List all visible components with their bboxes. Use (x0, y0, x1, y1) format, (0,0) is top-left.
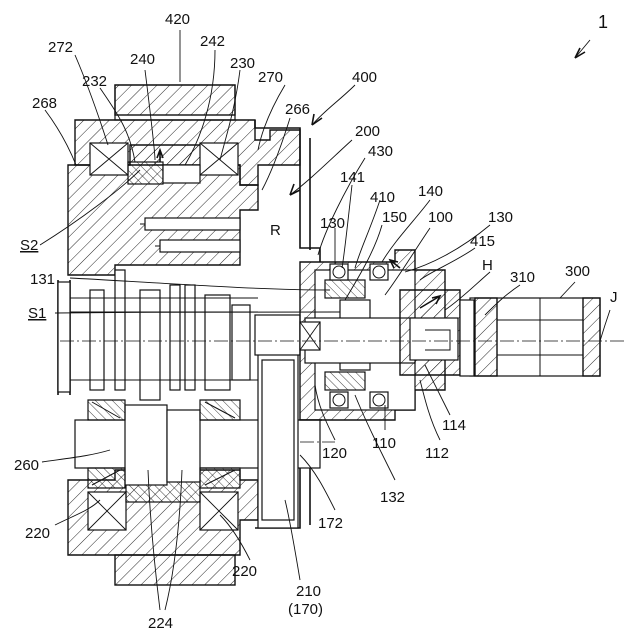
label-112: 112 (425, 445, 449, 462)
bearing-top-right (200, 143, 238, 175)
label-120: 120 (322, 445, 347, 462)
label-220-right: 220 (232, 563, 257, 580)
bearing-top-left (90, 143, 128, 175)
label-270: 270 (258, 69, 283, 86)
label-131: 131 (30, 271, 55, 288)
label-172: 172 (318, 515, 343, 532)
gap-242 (163, 165, 200, 183)
bearing-bottom-left (88, 492, 126, 530)
label-J: J (610, 289, 618, 306)
component-300 (460, 298, 600, 376)
label-110: 110 (372, 435, 396, 452)
label-S2: S2 (20, 237, 38, 254)
label-220-left: 220 (25, 525, 50, 542)
label-200: 200 (355, 123, 380, 140)
label-114: 114 (442, 417, 466, 434)
label-224: 224 (148, 615, 173, 632)
label-141: 141 (340, 169, 365, 186)
label-130-left: 130 (320, 215, 345, 232)
label-H: H (482, 257, 493, 274)
label-130-right: 130 (488, 209, 513, 226)
label-266: 266 (285, 101, 310, 118)
label-300: 300 (565, 263, 590, 280)
label-260: 260 (14, 457, 39, 474)
label-1: 1 (598, 12, 608, 32)
label-S1: S1 (28, 305, 46, 322)
label-430: 430 (368, 143, 393, 160)
label-415: 415 (470, 233, 495, 250)
label-410: 410 (370, 189, 395, 206)
label-420: 420 (165, 11, 190, 28)
label-140: 140 (418, 183, 443, 200)
label-272: 272 (48, 39, 73, 56)
gear-210 (255, 315, 300, 528)
bearing-bottom-right (200, 492, 238, 530)
motor-housing-100 (300, 250, 460, 420)
label-232: 232 (82, 73, 107, 90)
eccentric-part-240 (128, 162, 163, 184)
label-210: 210 (296, 583, 321, 600)
label-310: 310 (510, 269, 535, 286)
label-R: R (270, 222, 281, 239)
label-400: 400 (352, 69, 377, 86)
label-100: 100 (428, 209, 453, 226)
label-242: 242 (200, 33, 225, 50)
label-132: 132 (380, 489, 405, 506)
label-240: 240 (130, 51, 155, 68)
label-170: (170) (288, 601, 323, 618)
label-150: 150 (382, 209, 407, 226)
label-230: 230 (230, 55, 255, 72)
label-268: 268 (32, 95, 57, 112)
